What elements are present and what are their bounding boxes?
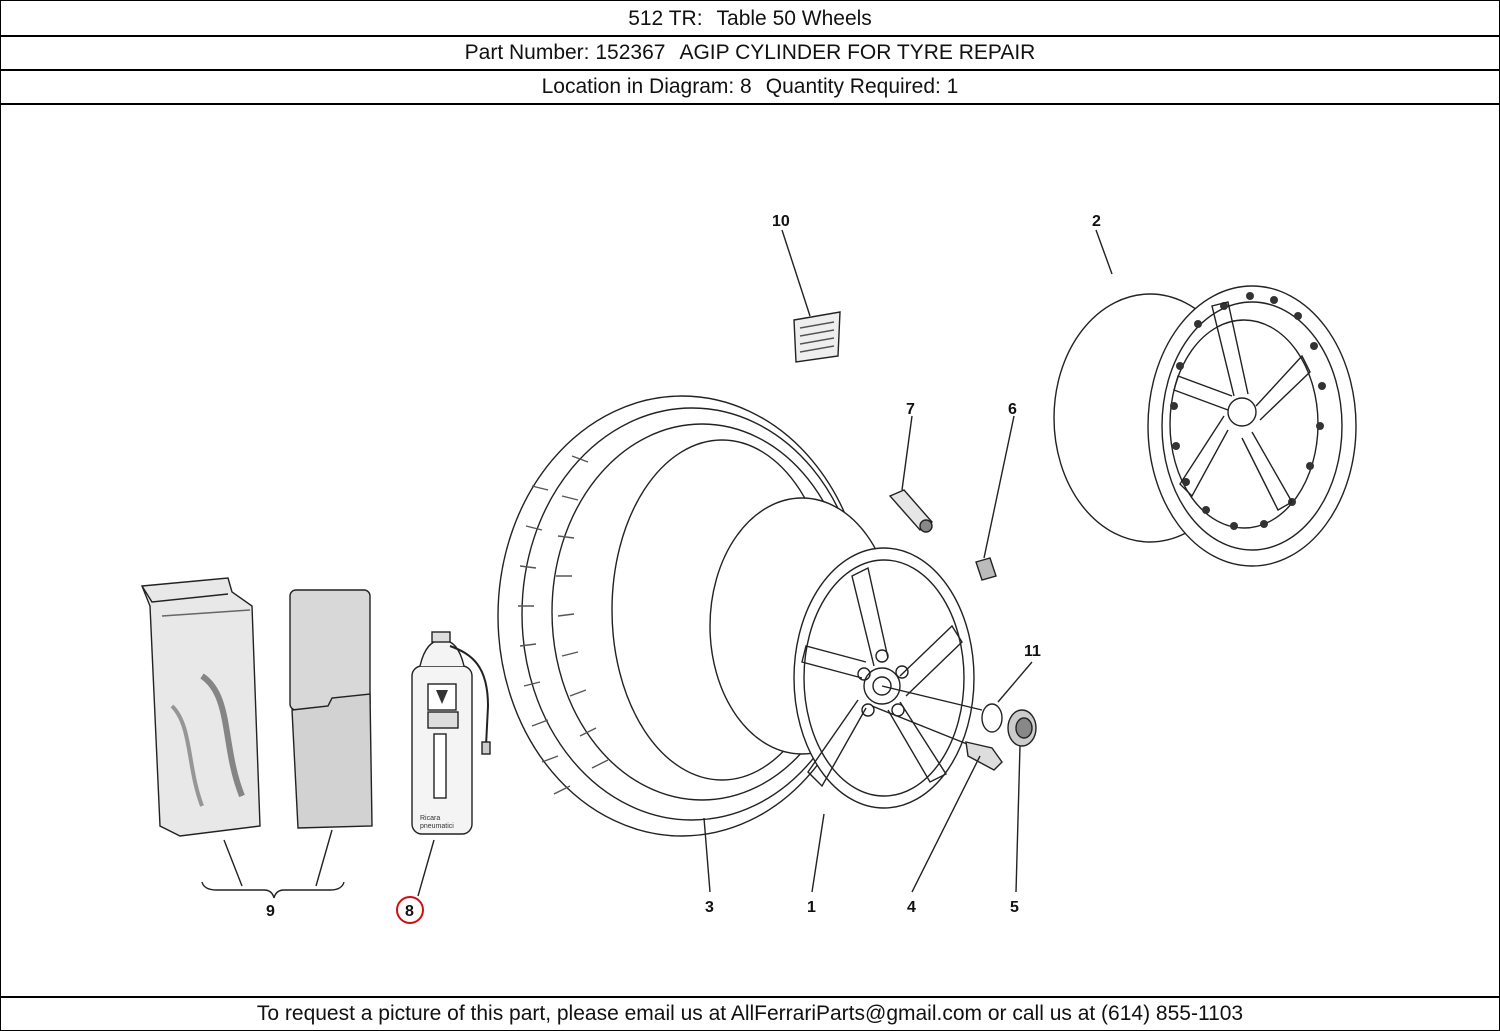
item-8-agip-cylinder: Ricara pneumatici <box>411 631 491 897</box>
contact-footer: To request a picture of this part, pleas… <box>1 996 1499 1031</box>
callout-7: 7 <box>906 401 915 418</box>
can-label-2: pneumatici <box>420 823 454 830</box>
part-description: AGIP CYLINDER FOR TYRE REPAIR <box>679 41 1036 64</box>
item-9-bags <box>141 577 373 899</box>
location-row: Location in Diagram: 8 Quantity Required:… <box>1 71 1499 105</box>
item-4-bolt <box>871 705 1003 893</box>
item-10-label <box>781 229 841 363</box>
quantity-required: Quantity Required: 1 <box>765 75 959 98</box>
item-11-o-ring <box>881 661 1033 733</box>
item-1-wheel <box>709 497 975 893</box>
callout-5: 5 <box>1010 899 1019 916</box>
parts-diagram: Ricara pneumatici <box>2 106 1498 995</box>
part-number: Part Number: 152367 <box>464 41 666 64</box>
title-row: 512 TR: Table 50 Wheels <box>1 3 1499 37</box>
callout-6: 6 <box>1008 401 1017 418</box>
callout-1: 1 <box>807 899 816 916</box>
table-name: Table 50 Wheels <box>716 7 872 30</box>
diagram-location: Location in Diagram: 8 <box>541 75 752 98</box>
model-name: 512 TR: <box>628 7 703 30</box>
contact-text: To request a picture of this part, pleas… <box>256 1002 1244 1025</box>
callout-8[interactable]: 8 <box>405 903 414 920</box>
callout-2: 2 <box>1092 213 1101 230</box>
callout-3: 3 <box>705 899 714 916</box>
callout-11: 11 <box>1024 643 1041 660</box>
item-6-weight <box>975 415 1015 581</box>
callout-4: 4 <box>907 899 916 916</box>
callout-10: 10 <box>772 213 790 230</box>
callout-9: 9 <box>266 903 275 920</box>
item-2-wheel-assembly <box>1053 229 1357 567</box>
part-row: Part Number: 152367 AGIP CYLINDER FOR TYR… <box>1 37 1499 71</box>
item-7-valve <box>888 415 934 533</box>
highlight-circle <box>396 896 424 924</box>
item-5-cap <box>1007 709 1037 893</box>
can-label-1: Ricara <box>420 815 440 822</box>
